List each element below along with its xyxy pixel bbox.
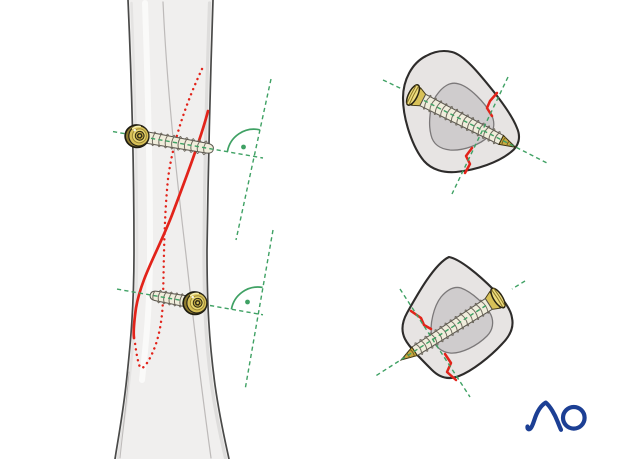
cross-section-upper [382,50,549,195]
logo-letter-a [525,400,564,432]
bone-shaft [114,0,230,459]
bone-shading-right [202,1,228,459]
logo-letter-o [560,404,587,431]
screw-axis-guide-line [382,79,549,165]
right-angle-arc [230,286,263,310]
angle-marker-upper [112,78,272,241]
perpendicular-guide-line [244,229,274,391]
fracture-line-bottom [443,352,458,382]
spiral-fracture-solid [132,109,210,340]
screw-thread-crests [150,131,208,156]
fracture-line-top [485,91,499,118]
screw-axis-guide-line [112,130,264,159]
spiral-fracture-hidden-dotted [133,67,204,370]
angle-marker-lower [116,229,274,391]
right-angle-dot [241,144,246,150]
screw-thread-crests [156,289,185,308]
perpendicular-guide-line [399,288,471,398]
perpendicular-guide-line [235,78,272,241]
right-angle-dot [245,299,250,305]
ao-foundation-logo: AO [525,400,587,432]
bone-highlight [139,0,154,383]
right-angle-arc [226,128,260,152]
cross-section-lower [373,255,526,398]
screw-axis-guide-line [116,288,264,316]
screw-axis-guide-line [373,280,526,378]
bone-flare-line [119,371,130,459]
bone-right-edge [206,0,230,459]
bone-left-edge [114,0,135,459]
bone-ridge-line [162,1,212,459]
